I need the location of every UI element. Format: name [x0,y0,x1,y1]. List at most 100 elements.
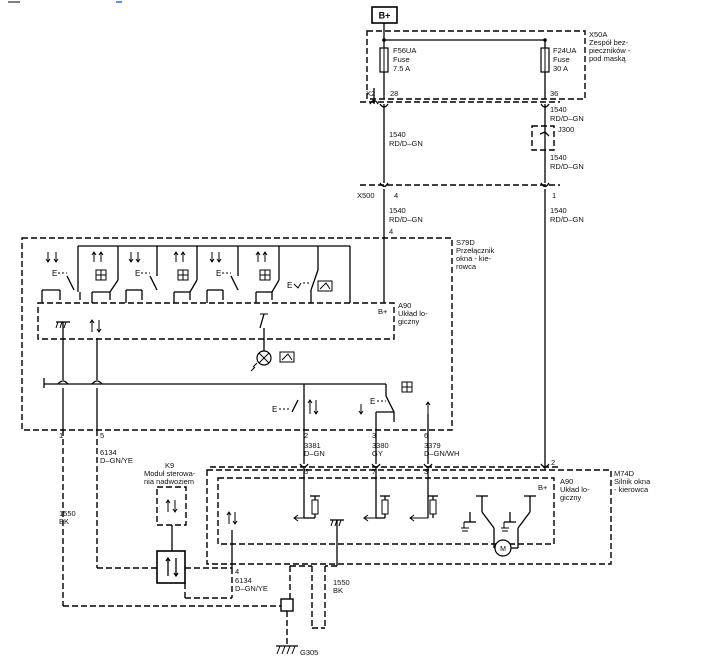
switch-contact-group-5: E [206,246,239,303]
x500-label: X500 [357,191,375,200]
switch-logic-name: A90 [398,301,411,310]
wire-1540-a-num: 1540 [389,130,406,139]
wire-3381-num: 3381 [304,441,321,450]
switch-contact-group-4 [173,246,198,303]
switch-pin-5: 5 [100,431,104,440]
wire-1540-d-num: 1540 [389,206,406,215]
fuse2-type: Fuse [553,55,570,64]
wire-1540-d-color: RD/D–GN [389,215,423,224]
motor-symbol: M [500,546,506,553]
switch-name: S79D [456,238,475,247]
motor-relay-right [501,495,536,532]
wire-1540-b-num: 1540 [550,105,567,114]
motor-desc-2: - kierowca [614,485,649,494]
switch-desc-1: Przełącznik [456,246,495,255]
motor-logic-name: A90 [560,477,573,486]
fuse-block-desc-2: pieczników - [589,46,631,55]
motor-pin-7: 7 [372,467,376,476]
switch-desc-3: rowca [456,262,477,271]
up-down-arrows [89,319,102,333]
light-window-icon [279,351,295,363]
motor-pin-4: 4 [235,567,239,576]
wire-6134-bottom-num: 6134 [235,576,252,585]
wire-3381-color: D–GN [304,449,325,458]
fuse-block-desc-1: Zespół bez- [589,38,629,47]
fuse-block [366,30,586,100]
ground-icon [55,321,70,338]
x2-pin-28: 28 [390,89,398,98]
wire-1540-a-color: RD/D–GN [389,139,423,148]
wire-3379-color: D–GN/WH [424,449,459,458]
express-switch: E [287,246,333,303]
fuse-block-name: X50A [589,30,607,39]
switch-logic-a90 [37,302,395,340]
switch-desc-2: okna - kie- [456,254,492,263]
fuse1-rating: 7.5 A [393,64,410,73]
module-k9-desc-2: nia nadwoziem [144,477,194,486]
wire-6134-top-num: 6134 [100,448,117,457]
x500-pin-4: 4 [394,191,398,200]
motor-logic-pin: B+ [538,483,548,492]
module-k9-name: K9 [165,461,174,470]
wire-1540-e-num: 1540 [550,206,567,215]
module-k9-connector [156,550,186,584]
x500-pin-1: 1 [552,191,556,200]
fuse1-type: Fuse [393,55,410,64]
switch-contact-group-3: E [125,246,158,303]
wire-3379-num: 3379 [424,441,441,450]
svg-text:E: E [272,405,277,414]
ground-g305-label: G305 [300,648,318,657]
fuse2-name: F24UA [553,46,576,55]
splice-j300 [531,125,555,151]
motor-logic-desc-1: Układ lo- [560,485,590,494]
motor-logic-resistors [304,495,438,519]
wire-3380-num: 3380 [372,441,389,450]
switch-contact-group-1: E [41,246,79,303]
switch-top-pin: 4 [389,227,393,236]
motor-m74d [206,469,612,565]
module-k9-desc-1: Moduł sterowa- [144,469,196,478]
motor-up-down-arrows [226,511,238,525]
fuse2-rating: 30 A [553,64,568,73]
switch-pin-3: 3 [372,431,376,440]
wire-3380-color: GY [372,449,383,458]
wire-1540-c-num: 1540 [550,153,567,162]
power-source-label: B+ [379,11,391,21]
wire-6134-bottom-color: D–GN/YE [235,584,268,593]
motor-pin-5: 5 [304,467,308,476]
wire-6134-top-color: D–GN/YE [100,456,133,465]
motor-desc-1: Silnik okna [614,477,651,486]
switch-logic-pin: B+ [378,307,388,316]
switch-bottom-contact-2: E [358,395,431,430]
ground-g305-icon [276,645,298,655]
switch-s79d [21,237,453,431]
switch-contact-group-2 [79,246,119,303]
switch-logic-desc-2: giczny [398,317,420,326]
motor-pin-3: 3 [424,467,428,476]
motor-logic-desc-2: giczny [560,493,582,502]
fuse1-name: F56UA [393,46,416,55]
svg-text:E: E [216,269,221,278]
ground-splice [280,598,294,612]
switch-logic-desc-1: Układ lo- [398,309,428,318]
wire-1540-b-color: RD/D–GN [550,114,584,123]
svg-text:E: E [287,281,292,290]
switch-pin-6: 6 [424,431,428,440]
wire-1550-left-num: 1550 [59,509,76,518]
x2-connector-label: X2 [366,89,375,98]
motor-pin-2: 2 [551,458,555,467]
splice-j300-label: J300 [558,125,574,134]
switch-pin-1: 1 [59,431,63,440]
fuse-block-desc-3: pod maską [589,54,627,63]
x2-pin-36: 36 [550,89,558,98]
svg-text:E: E [52,269,57,278]
wire-1540-e-color: RD/D–GN [550,215,584,224]
wire-1550-right-num: 1550 [333,578,350,587]
svg-text:E: E [370,397,375,406]
switch-bottom-contact-1: E [272,384,319,430]
wire-1550-right-color: BK [333,586,343,595]
motor-relay-left [461,495,495,532]
motor-logic-a90 [217,477,555,545]
motor-name: M74D [614,469,635,478]
